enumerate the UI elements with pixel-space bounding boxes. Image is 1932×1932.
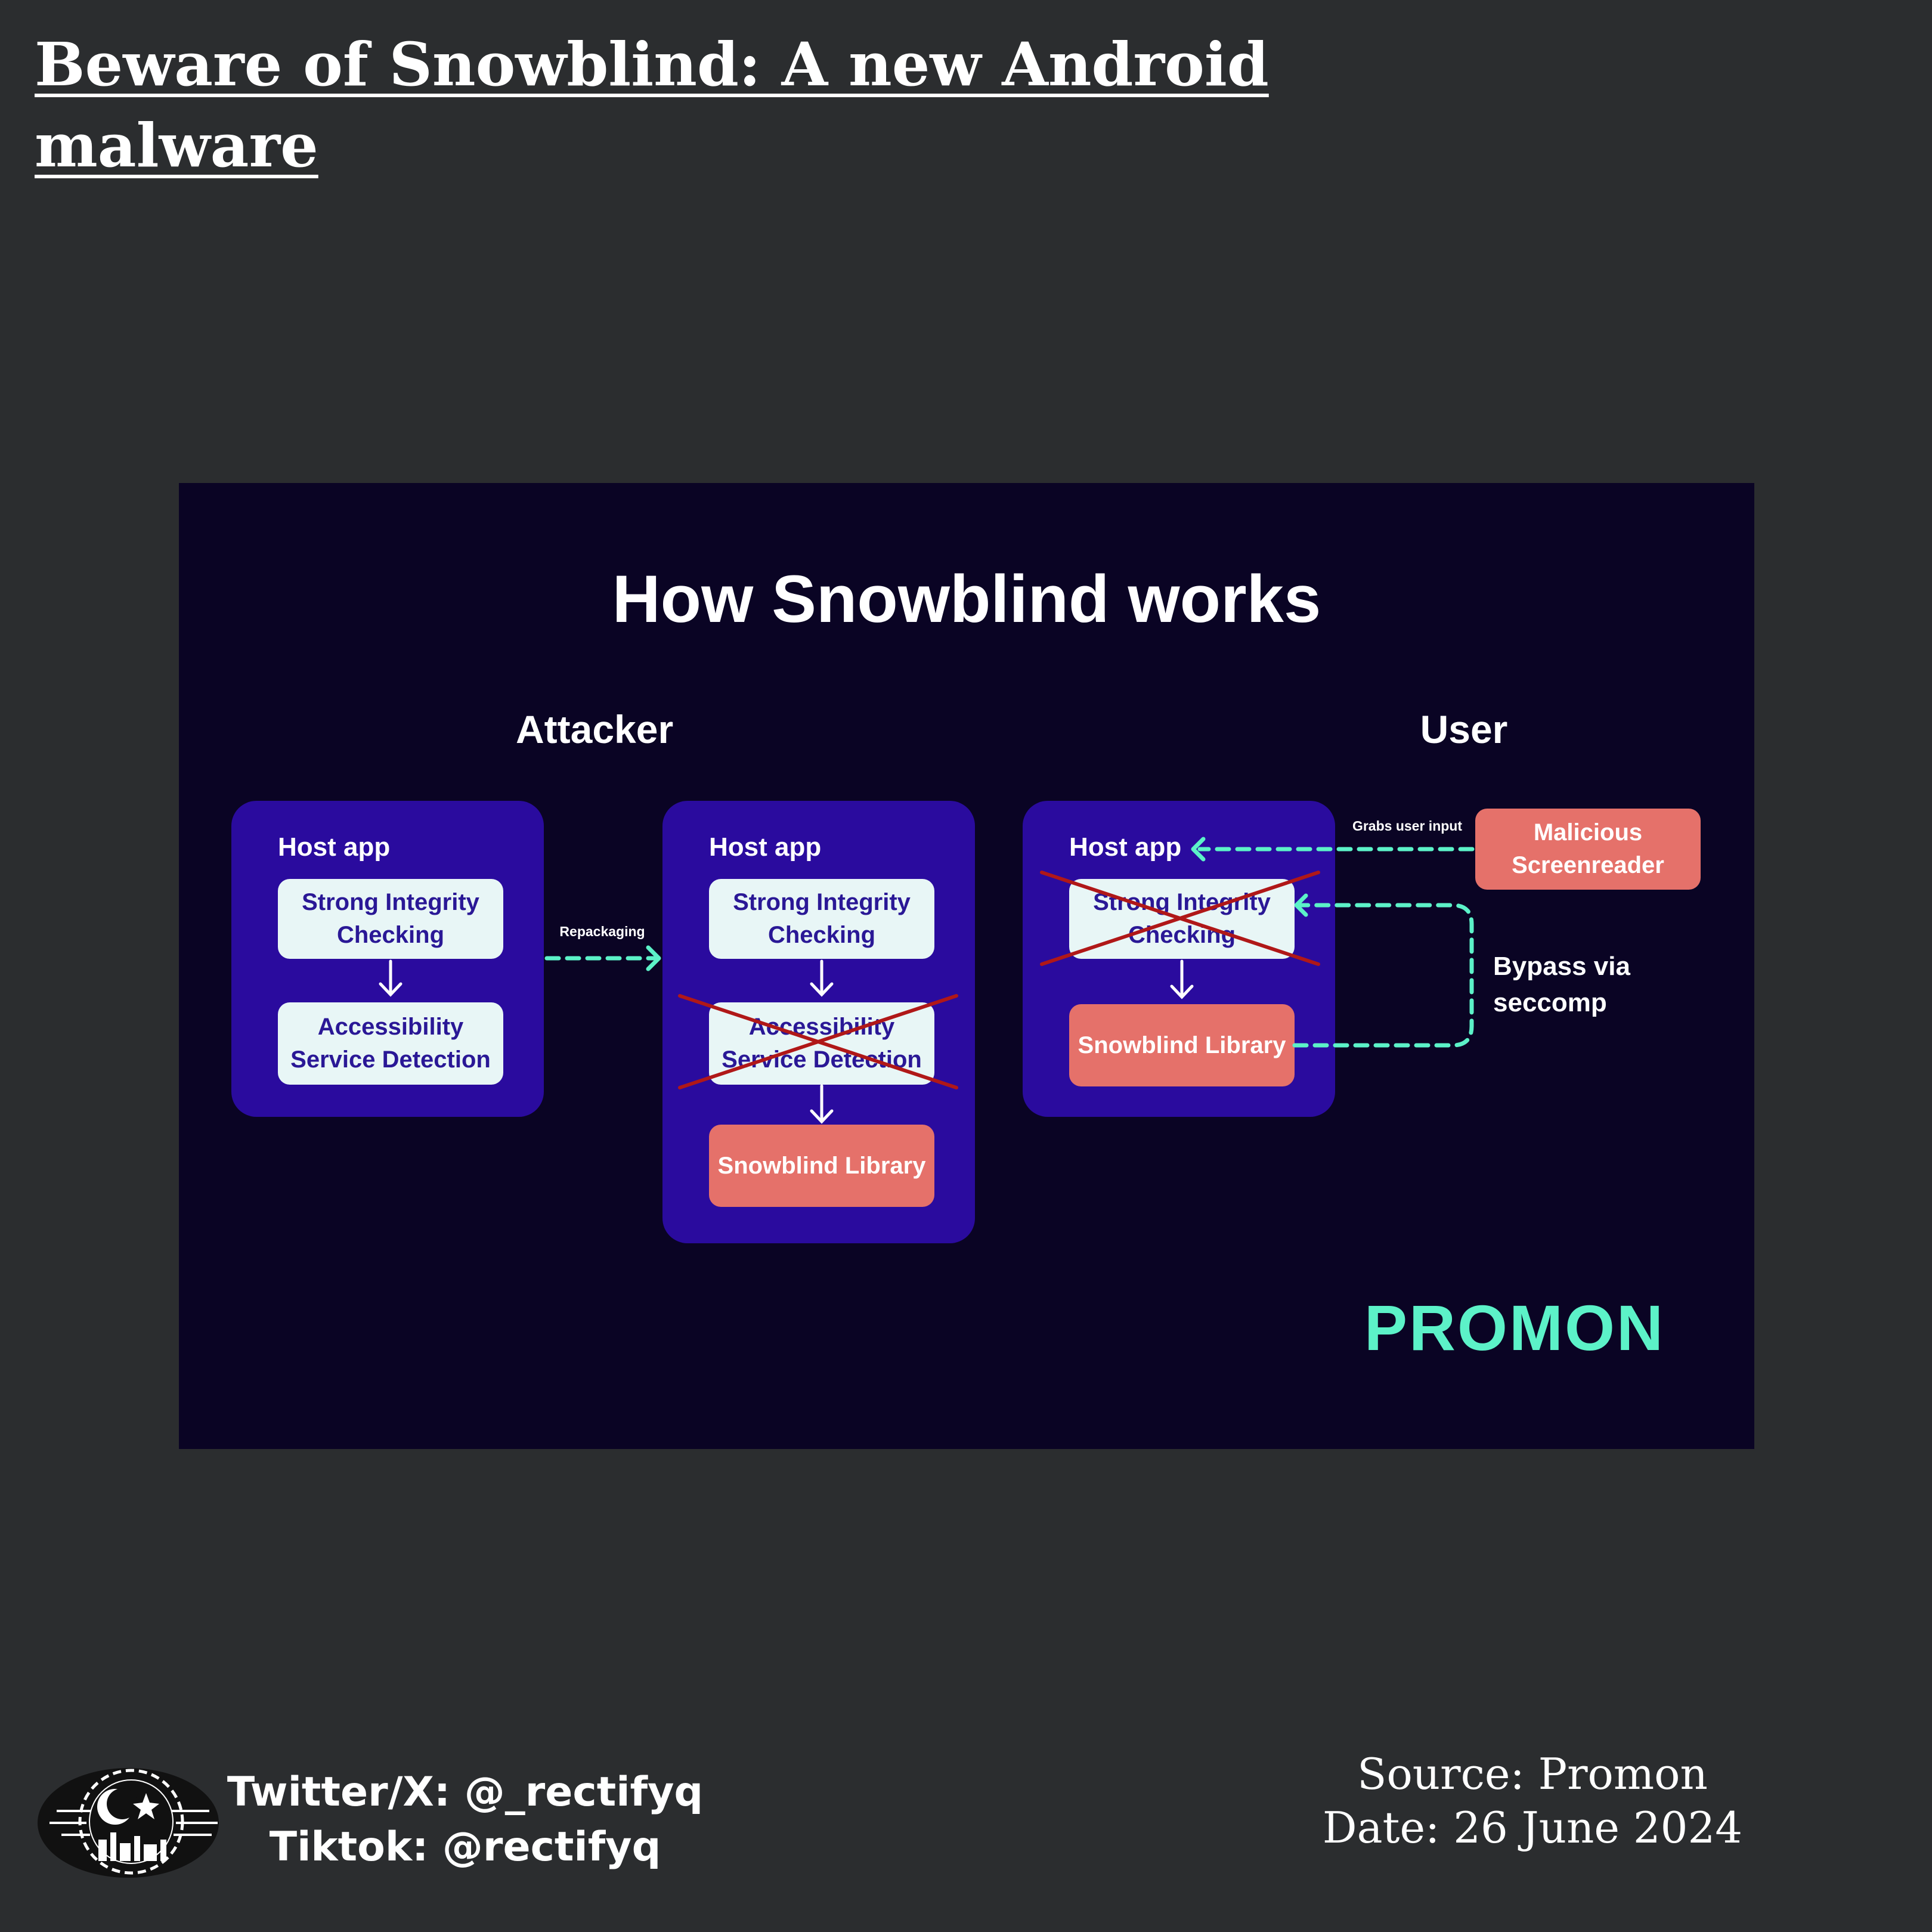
host-app-label: Host app: [1069, 832, 1182, 862]
repackaging-label: Repackaging: [559, 924, 645, 939]
host-app-label: Host app: [278, 832, 391, 862]
host-app-user: Host app Strong Integrity Checking Snowb…: [1023, 801, 1335, 1117]
date-text: Date: 26 June 2024: [1322, 1803, 1743, 1853]
host-app-original: Host app Strong Integrity Checking Acces…: [231, 801, 544, 1117]
social-handles: Twitter/X: @_rectifyq Tiktok: @rectifyq: [227, 1765, 704, 1875]
bypass-label: Bypass via seccomp: [1493, 952, 1630, 1017]
diagram-panel: How Snowblind works Attacker User Host a…: [179, 483, 1754, 1449]
crescent-moon-star-city-icon: [38, 1768, 219, 1878]
source-text: Source: Promon: [1357, 1749, 1708, 1799]
integrity-check-component-disabled: Strong Integrity Checking: [1069, 879, 1295, 959]
twitter-handle[interactable]: Twitter/X: @_rectifyq: [227, 1769, 704, 1816]
grabs-input-label: Grabs user input: [1352, 818, 1463, 834]
malicious-screenreader: Malicious Screenreader: [1475, 809, 1701, 890]
host-app-label: Host app: [709, 832, 822, 862]
accessibility-detection-component-disabled: Accessibility Service Detection: [709, 1002, 934, 1085]
tiktok-handle[interactable]: Tiktok: @rectifyq: [269, 1823, 661, 1871]
snowblind-library-component: Snowblind Library: [1069, 1004, 1295, 1086]
source-info: Source: Promon Date: 26 June 2024: [1282, 1747, 1783, 1854]
attacker-label: Attacker: [516, 707, 674, 751]
integrity-check-component: Strong Integrity Checking: [709, 879, 934, 959]
arrowhead: [646, 945, 661, 971]
page-title: Beware of Snowblind: A new Android malwa…: [35, 29, 1269, 181]
promon-logo: PROMON: [1364, 1292, 1665, 1364]
host-app-repackaged: Host app Strong Integrity Checking Acces…: [662, 801, 975, 1243]
accessibility-detection-component: Accessibility Service Detection: [278, 1002, 503, 1085]
diagram-title: How Snowblind works: [612, 562, 1321, 636]
snowblind-library-component: Snowblind Library: [709, 1125, 934, 1207]
integrity-check-component: Strong Integrity Checking: [278, 879, 503, 959]
user-label: User: [1420, 707, 1508, 751]
